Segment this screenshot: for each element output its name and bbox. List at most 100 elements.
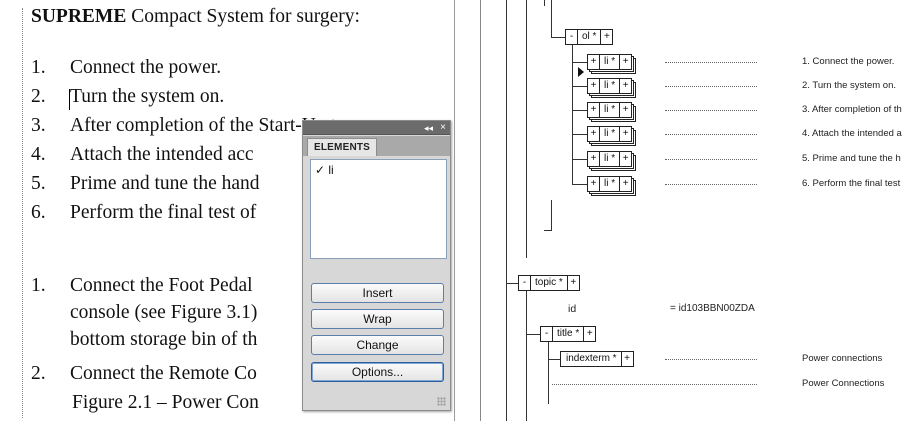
li-element-node[interactable]: + li * + xyxy=(587,176,633,192)
list-item[interactable]: Perform the final test of xyxy=(70,202,257,223)
tree-line xyxy=(551,37,565,38)
divider-line xyxy=(480,0,481,421)
leader-dots xyxy=(665,184,757,185)
topic-label: topic * xyxy=(535,277,563,288)
tree-line xyxy=(526,291,527,421)
tree-line xyxy=(548,359,560,360)
li-text: 4. Attach the intended a xyxy=(802,128,902,139)
li-label: li * xyxy=(604,128,616,139)
li-element-node[interactable]: + li * + xyxy=(587,102,633,118)
tree-line xyxy=(544,0,545,6)
indexterm-element-node[interactable]: indexterm * + xyxy=(560,351,634,367)
list-item[interactable]: Turn the system on. xyxy=(70,86,225,107)
li-label: li * xyxy=(604,80,616,91)
list-item-line[interactable]: Connect the Foot Pedal xyxy=(70,275,253,296)
tree-line xyxy=(572,110,587,111)
indexterm-label: indexterm * xyxy=(566,353,617,364)
tree-line xyxy=(526,0,527,258)
expand-toggle[interactable]: + xyxy=(588,55,600,69)
tree-line xyxy=(572,184,587,185)
list-number: 4. xyxy=(31,144,46,165)
collapse-toggle[interactable]: - xyxy=(566,30,578,44)
ol-element-node[interactable]: - ol * + xyxy=(565,29,614,45)
list-number: 2. xyxy=(31,86,46,107)
list-number: 3. xyxy=(31,115,46,136)
title-label: title * xyxy=(557,328,580,339)
attribute-value[interactable]: = id103BBN00ZDA xyxy=(670,303,755,314)
li-text: 1. Connect the power. xyxy=(802,56,895,67)
expand-attributes-toggle[interactable]: + xyxy=(619,103,631,117)
li-text: 5. Prime and tune the h xyxy=(802,153,901,164)
li-element-node[interactable]: + li * + xyxy=(587,54,633,70)
tree-line xyxy=(551,200,552,230)
close-icon[interactable]: × xyxy=(440,122,446,133)
expand-attributes-toggle[interactable]: + xyxy=(600,30,612,44)
li-label: li * xyxy=(604,56,616,67)
title-element-node[interactable]: - title * + xyxy=(540,326,597,342)
leader-dots xyxy=(665,359,757,360)
expand-attributes-toggle[interactable]: + xyxy=(619,55,631,69)
expand-attributes-toggle[interactable]: + xyxy=(620,352,633,366)
expand-attributes-toggle[interactable]: + xyxy=(619,152,631,166)
attribute-name[interactable]: id xyxy=(568,303,577,315)
tab-elements[interactable]: ELEMENTS xyxy=(307,138,378,156)
li-text: 3. After completion of th xyxy=(802,104,902,115)
tree-line xyxy=(572,45,573,185)
collapse-toggle[interactable]: - xyxy=(519,276,531,290)
resize-grip-icon[interactable] xyxy=(437,397,446,406)
expand-toggle[interactable]: + xyxy=(588,152,600,166)
text-frame-guide xyxy=(22,8,23,418)
list-item[interactable]: Connect the power. xyxy=(70,57,222,78)
expand-toggle[interactable]: + xyxy=(588,103,600,117)
li-text: 6. Perform the final test xyxy=(802,178,901,189)
expand-attributes-toggle[interactable]: + xyxy=(566,276,579,290)
li-element-node[interactable]: + li * + xyxy=(587,126,633,142)
elements-list[interactable]: ✓ li xyxy=(310,159,447,259)
collapse-toggle[interactable]: - xyxy=(541,327,553,341)
element-list-item-li[interactable]: ✓ li xyxy=(315,163,334,177)
panel-titlebar[interactable]: ◂◂ × xyxy=(303,121,450,135)
panel-tab-bar: ELEMENTS xyxy=(303,136,450,156)
list-item-line[interactable]: Connect the Remote Co xyxy=(70,363,257,384)
structure-view[interactable]: - ol * + + li * + 1. Connect the power. … xyxy=(482,0,920,421)
list-number: 5. xyxy=(31,173,46,194)
options-button[interactable]: Options... xyxy=(311,362,444,382)
wrap-button[interactable]: Wrap xyxy=(311,309,444,329)
li-label: li * xyxy=(604,153,616,164)
leader-dots xyxy=(665,86,757,87)
document-pane[interactable]: SUPREME Compact System for surgery: 1. C… xyxy=(0,0,455,421)
change-button[interactable]: Change xyxy=(311,335,444,355)
list-number: 2. xyxy=(31,363,46,384)
tree-line xyxy=(548,342,549,404)
li-element-node[interactable]: + li * + xyxy=(587,151,633,167)
list-item[interactable]: After completion of the Start-Up te xyxy=(70,115,345,136)
expand-attributes-toggle[interactable]: + xyxy=(619,79,631,93)
expand-attributes-toggle[interactable]: + xyxy=(583,327,595,341)
ol-label: ol * xyxy=(582,31,597,42)
figure-caption[interactable]: Figure 2.1 – Power Con xyxy=(72,392,259,413)
expand-toggle[interactable]: + xyxy=(588,79,600,93)
tree-line xyxy=(551,0,552,37)
list-number: 1. xyxy=(31,57,46,78)
document-title[interactable]: SUPREME Compact System for surgery: xyxy=(31,6,360,28)
li-element-node[interactable]: + li * + xyxy=(587,78,633,94)
view-divider xyxy=(455,0,482,421)
indexterm-text: Power connections xyxy=(802,353,883,364)
tree-line xyxy=(506,0,507,421)
leader-dots xyxy=(665,110,757,111)
expand-toggle[interactable]: + xyxy=(588,177,600,191)
collapse-icon[interactable]: ◂◂ xyxy=(423,123,433,133)
expand-attributes-toggle[interactable]: + xyxy=(619,177,631,191)
topic-element-node[interactable]: - topic * + xyxy=(518,275,580,291)
expand-toggle[interactable]: + xyxy=(588,127,600,141)
list-number: 6. xyxy=(31,202,46,223)
list-item[interactable]: Attach the intended acc xyxy=(70,144,254,165)
elements-panel[interactable]: ◂◂ × ELEMENTS ✓ li Insert Wrap Change Op… xyxy=(302,120,451,411)
list-item-line[interactable]: bottom storage bin of th xyxy=(70,329,258,350)
expand-attributes-toggle[interactable]: + xyxy=(619,127,631,141)
insert-button[interactable]: Insert xyxy=(311,283,444,303)
list-item[interactable]: Prime and tune the hand xyxy=(70,173,260,194)
li-label: li * xyxy=(604,178,616,189)
tree-line xyxy=(572,159,587,160)
list-item-line[interactable]: console (see Figure 3.1) xyxy=(70,302,258,323)
